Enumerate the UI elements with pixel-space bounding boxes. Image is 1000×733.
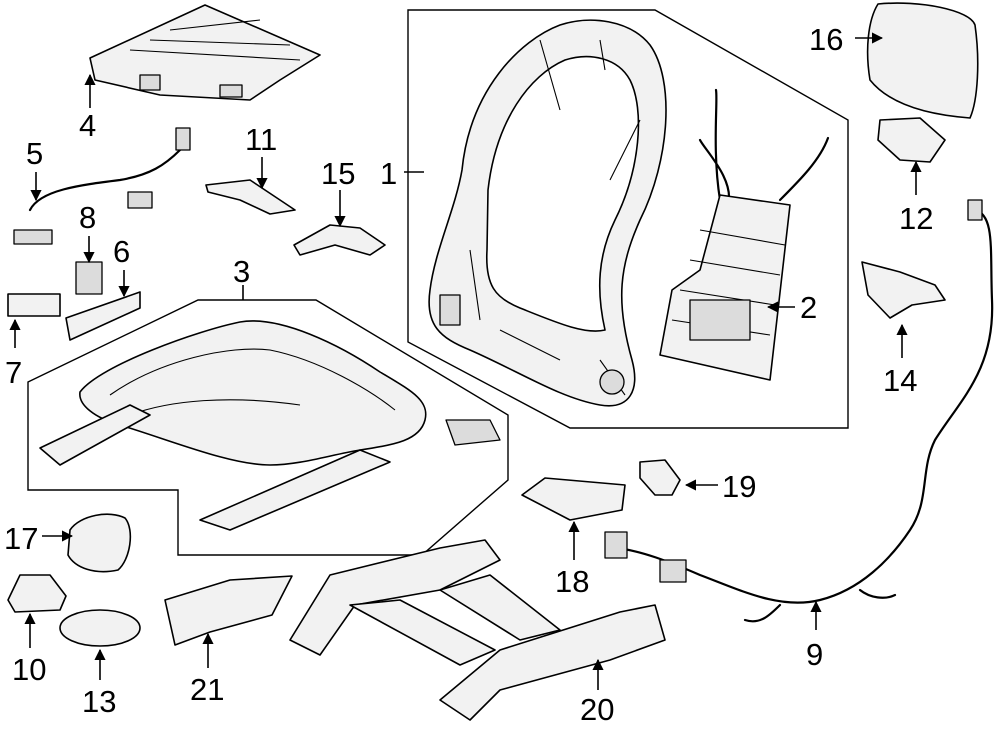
seat-wire-harness-small (13, 127, 191, 245)
callout-17: 17 (4, 521, 38, 556)
seat-wire-harness-main (604, 199, 994, 623)
callout-7: 7 (5, 355, 22, 390)
callout-5: 5 (26, 136, 43, 171)
callout-1: 1 (380, 156, 397, 191)
callout-21: 21 (190, 672, 224, 707)
seat-component-13 (59, 609, 141, 647)
callout-9: 9 (806, 637, 823, 672)
callout-11: 11 (245, 122, 277, 157)
seat-cover-17 (67, 513, 132, 573)
callout-19: 19 (722, 469, 756, 504)
callout-8: 8 (79, 200, 96, 235)
callout-6: 6 (113, 234, 130, 269)
seat-clip-12 (877, 117, 946, 163)
seat-component-10 (7, 574, 67, 613)
callout-2: 2 (800, 290, 817, 325)
seat-back-frame (428, 19, 667, 407)
seat-back-group-box (407, 9, 849, 429)
seat-back-spring (659, 88, 830, 381)
seat-bracket-11 (205, 179, 296, 215)
seat-cushion-frame (39, 320, 501, 531)
seat-bracket-15 (293, 224, 386, 256)
seat-height-mechanism (89, 4, 321, 101)
seat-side-trim-21 (164, 575, 293, 646)
seat-pocket-18 (521, 477, 626, 521)
seat-base-riser (289, 539, 666, 721)
callout-18: 18 (555, 564, 589, 599)
callout-10: 10 (12, 652, 46, 687)
callout-14: 14 (883, 363, 917, 398)
callout-20: 20 (580, 692, 614, 727)
callout-12: 12 (899, 201, 933, 236)
callout-15: 15 (321, 156, 355, 191)
callout-4: 4 (79, 108, 96, 143)
seat-back-cover-panel (866, 2, 979, 119)
leader-lines (9, 32, 922, 690)
seat-knob (75, 261, 103, 295)
seat-switch-bezel (65, 291, 141, 341)
seat-cushion-group-box (27, 299, 509, 556)
callout-labels: 1 2 3 4 5 6 7 8 9 10 11 12 13 14 15 16 1… (4, 22, 933, 727)
seat-switch (7, 293, 61, 317)
seat-bracket-14 (861, 261, 946, 319)
callout-13: 13 (82, 684, 116, 719)
seat-clip-19 (639, 459, 681, 496)
callout-16: 16 (809, 22, 843, 57)
callout-3: 3 (233, 254, 250, 289)
